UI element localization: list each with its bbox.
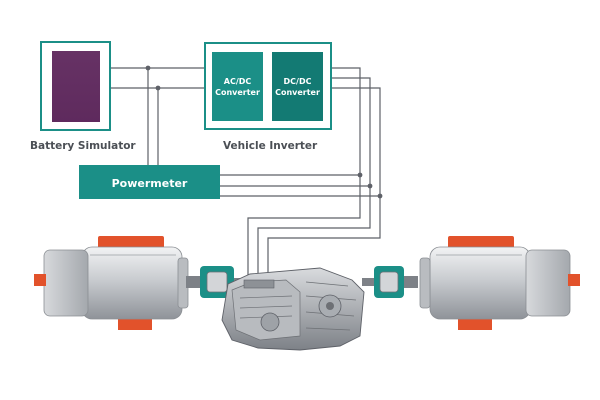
ac-dc-converter xyxy=(212,52,263,121)
wire-inverter-out-1 xyxy=(332,67,361,175)
vehicle-inverter xyxy=(204,42,332,130)
left-dyno-motor xyxy=(34,236,189,330)
ac-dc-label-line2: Converter xyxy=(215,88,260,97)
powermeter-label: Powermeter xyxy=(112,177,188,190)
vehicle-inverter-label: Vehicle Inverter xyxy=(223,140,318,152)
junction-dot xyxy=(145,65,151,71)
left-coupling xyxy=(186,266,242,298)
wire-gearbox-1 xyxy=(247,175,361,282)
junction-dot xyxy=(155,85,161,91)
gearbox-drive-unit xyxy=(221,267,365,351)
wiring xyxy=(110,65,383,282)
battery-simulator-label: Battery Simulator xyxy=(30,140,136,152)
dc-dc-converter xyxy=(272,52,323,121)
dc-dc-label-line1: DC/DC xyxy=(284,77,312,86)
ac-dc-label-line1: AC/DC xyxy=(224,77,252,86)
battery-simulator xyxy=(40,41,111,131)
wire-inverter-out-3 xyxy=(332,87,381,196)
dc-dc-label-line2: Converter xyxy=(275,88,320,97)
powermeter-box xyxy=(79,165,220,199)
wire-gearbox-2 xyxy=(257,186,371,282)
wire-gearbox-3 xyxy=(267,196,381,282)
right-dyno-motor xyxy=(419,236,580,330)
wire-inverter-out-2 xyxy=(332,77,371,186)
right-coupling xyxy=(362,266,418,298)
